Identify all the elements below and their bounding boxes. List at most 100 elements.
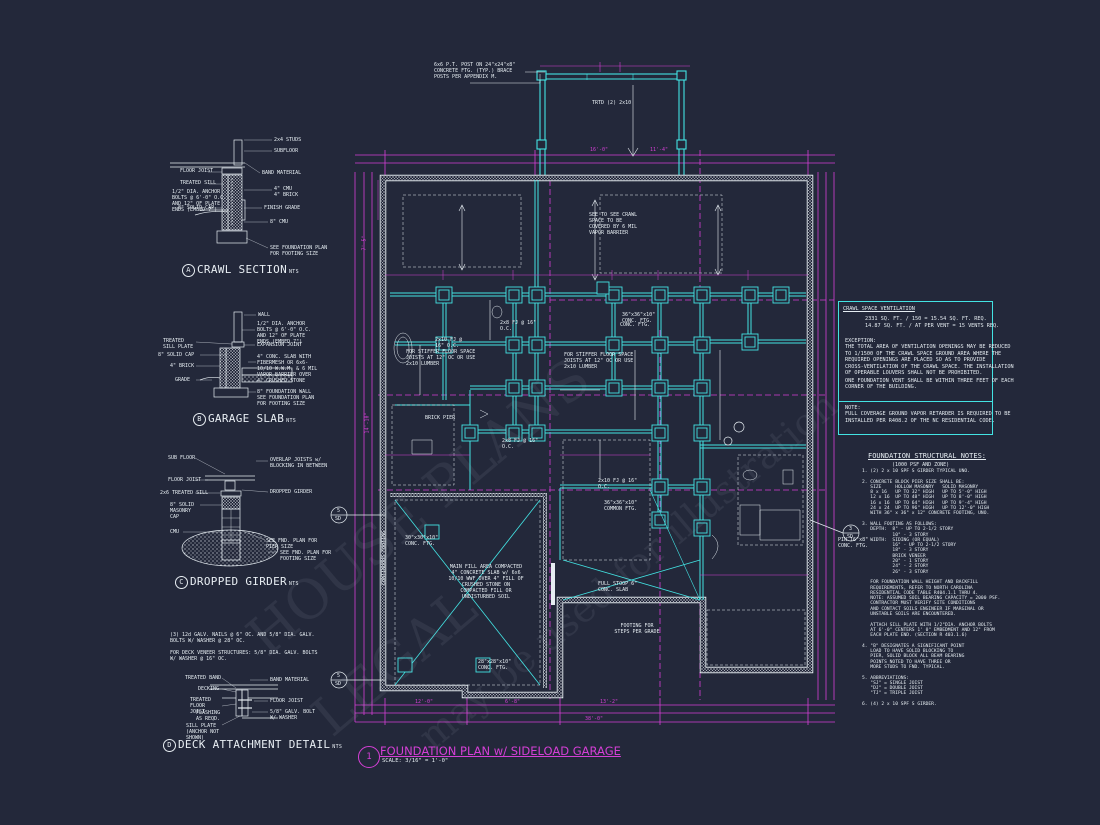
detail-b-letter: B (193, 413, 206, 426)
detail-d-note: FLOOR JOIST (270, 698, 304, 704)
plan-label: SEE TO SEE CRAWL SPACE TO BE COVERED BY … (589, 212, 638, 236)
plan-label: CONC. FTG. (620, 322, 651, 328)
plan-label: 28"x28"x10" CONC. FTG. (478, 659, 512, 671)
detail-d-note: 5/8" GALV. BOLT W/ WASHER (270, 709, 316, 721)
detail-d-deck-attachment-drawing (210, 684, 278, 719)
detail-d-note: SILL PLATE (ANCHOR NOT SHOWN) (186, 723, 220, 741)
detail-b-note: GRADE (175, 377, 191, 383)
detail-c-letter: C (175, 576, 188, 589)
post-footing-note: 6x6 P.T. POST ON 24"x24"x8" CONCRETE FTG… (434, 62, 516, 80)
plan-label: BRICK PIER (425, 415, 456, 421)
crawl-vent-corner: ONE FOUNDATION VENT SHALL BE WITHIN THRE… (845, 378, 1014, 391)
detail-b-nts: NTS (286, 418, 297, 424)
detail-a-note: TREATED SILL (180, 180, 217, 186)
detail-b-note: 8" SOLID CAP (158, 352, 195, 358)
detail-a-note: 4" BRICK (274, 192, 299, 198)
detail-c-note: SEE FND. PLAN FOR PIER SIZE (266, 538, 318, 550)
detail-b-note: TREATED SILL PLATE (163, 338, 194, 350)
detail-a-note: 8" SOLID CAP (178, 205, 215, 211)
plan-label: FOOTING FOR STEPS PER GRADE (614, 623, 660, 635)
crawl-vent-calc-1: 2331 SQ. FT. / 150 = 15.54 SQ. FT. REQ. (865, 316, 987, 322)
plan-dim-bottom: 13'-2" (600, 699, 619, 705)
plan-label: 2x8 FJ @ 16" O.C. (500, 320, 537, 332)
detail-b-note: 4" BRICK (170, 363, 195, 369)
section-tag-num: 5 (337, 673, 341, 679)
detail-c-note: 2x6 TREATED SILL (160, 490, 209, 496)
detail-b-note: 8" FOUNDATION WALL (257, 389, 312, 395)
plan-label: 2x10 FJ @ 16" O.C. (435, 337, 463, 349)
plan-dim-bottom: 12'-0" (415, 699, 434, 705)
section-tag-sheet: SD (335, 516, 342, 522)
detail-d-title-text: DECK ATTACHMENT DETAIL (178, 738, 331, 751)
detail-b-title-text: GARAGE SLAB (208, 412, 285, 425)
plan-label: 36"x36"x10" COMMON FTG. (604, 500, 638, 512)
crawl-vent-title: CRAWL SPACE VENTILATION (843, 306, 915, 312)
crawl-vent-exception: EXCEPTION: THE TOTAL AREA OF VENTILATION… (845, 338, 1014, 377)
detail-b-note: 1/2" DIA. ANCHOR BOLTS @ 6'-0" O.C. AND … (257, 321, 312, 345)
porch-beam-label: TRTD (2) 2x10 (592, 100, 632, 106)
plan-dim-left: 14'-10" (364, 412, 371, 434)
detail-d-note: TREATED BAND (185, 675, 222, 681)
plan-label: MAIN FILL AREA COMPACTED 4" CONCRETE SLA… (448, 564, 524, 600)
detail-a-title-text: CRAWL SECTION (197, 263, 287, 276)
interior-overlay (391, 194, 806, 686)
detail-d-note: FOR DECK VENEER STRUCTURES: 5/8" DIA. GA… (170, 650, 318, 662)
section-tag-num: 5 (337, 508, 341, 514)
detail-d-note: BAND MATERIAL (270, 677, 310, 683)
pier-footings (435, 281, 790, 537)
plan-label: 2x10 FJ @ 16" O.C. (598, 478, 638, 490)
plan-label: 2x8 FJ @ 16" O.C. (502, 438, 539, 450)
crawl-vent-divider (839, 401, 992, 402)
detail-d-note: TREATED FLOOR JOIST (190, 697, 212, 715)
foundation-walls (379, 174, 814, 699)
fixtures (393, 305, 801, 560)
detail-b-note: WALL (258, 312, 271, 318)
detail-a-note: 8" CMU (270, 219, 289, 225)
detail-b-note: 4" CONC. SLAB WITH FIBERMESH OR 6x6-10/1… (257, 354, 318, 384)
crawl-vent-note: NOTE: FULL COVERAGE GROUND VAPOR RETARDE… (845, 405, 1011, 424)
section-tag-sheet: SD (847, 534, 854, 540)
plan-dim-bottom: 6'-8" (505, 699, 521, 705)
detail-b-garage-slab-drawing (199, 311, 293, 398)
detail-d-nts: NTS (332, 744, 343, 750)
section-tag-sheet: SD (335, 681, 342, 687)
detail-c-note: SUB FLOOR (168, 455, 196, 461)
structural-notes-title: FOUNDATION STRUCTURAL NOTES: (868, 452, 987, 460)
plan-scale: SCALE: 3/16" = 1'-0" (382, 758, 449, 764)
detail-a-note: SEE FOUNDATION PLAN FOR FOOTING SIZE (270, 245, 328, 257)
detail-c-nts: NTS (288, 581, 299, 587)
detail-d-note: (3) 12d GALV. NAILS @ 6" OC. AND 5/8" DI… (170, 632, 315, 644)
section-tag-markers (330, 421, 860, 689)
detail-a-note: FINISH GRADE (264, 205, 301, 211)
detail-d-note: FLASHING AS REQD. (196, 710, 221, 722)
plan-dim-left: 7'-5" (361, 235, 368, 251)
detail-a-note: 2x4 STUDS (274, 137, 302, 143)
detail-c-note: DROPPED GIRDER (270, 489, 313, 495)
detail-a-note: SUBFLOOR (274, 148, 299, 154)
detail-c-dropped-girder-drawing (181, 475, 279, 567)
structural-notes-subtitle: (1000 PSF AND ZONE) (892, 462, 950, 468)
detail-c-note: SEE FND. PLAN FOR FOOTING SIZE (280, 550, 332, 562)
detail-d-note: DECKING (198, 686, 220, 692)
plan-title: FOUNDATION PLAN w/ SIDELOAD GARAGE (380, 744, 621, 758)
detail-c-note: OVERLAP JOISTS w/ BLOCKING IN BETWEEN (270, 457, 328, 469)
detail-c-note: 8" SOLID MASONRY CAP (170, 502, 195, 520)
garage-slab-diagonals (394, 489, 701, 686)
detail-c-note: FLOOR JOIST (168, 477, 202, 483)
structural-notes-body: 1. (2) 2 x 10 SPF S GIRDER TYPICAL UNO. … (862, 469, 1001, 708)
detail-c-note: CMU (170, 529, 180, 535)
detail-d-letter: D (163, 739, 176, 752)
plan-dim-bottom: 38'-0" (585, 716, 604, 722)
detail-a-note: BAND MATERIAL (262, 170, 302, 176)
crawl-vent-box: CRAWL SPACE VENTILATION 2331 SQ. FT. / 1… (838, 301, 1014, 435)
detail-a-nts: NTS (289, 269, 299, 275)
detail-a-letter: A (182, 264, 195, 277)
plan-label: CONTINUOUS FOOTING (381, 530, 387, 585)
plan-label: 30"x30"x10" CONC. FTG. (405, 535, 439, 547)
plan-number-circle: 1 (358, 746, 380, 768)
